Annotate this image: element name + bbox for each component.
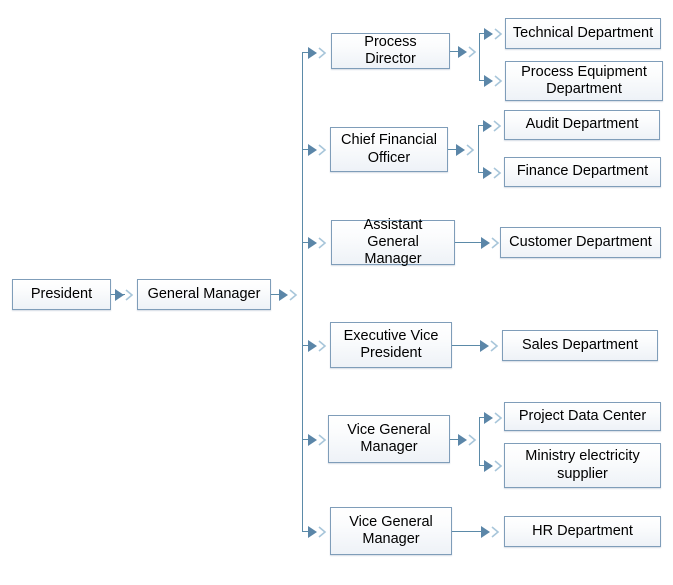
- connector-vice-general-manager-1-stub: [450, 439, 462, 440]
- arrow-chief-financial-officer-out: [456, 142, 478, 158]
- node-ministry-electricity-supplier[interactable]: Ministry electricity supplier: [504, 443, 661, 488]
- node-finance-department-label: Finance Department: [516, 163, 649, 180]
- node-chief-financial-officer-label: Chief Financial Officer: [341, 132, 437, 166]
- node-general-manager-label: General Manager: [147, 285, 261, 302]
- arrow-to-vice-general-manager-2: [308, 524, 330, 540]
- node-sales-department-label: Sales Department: [521, 336, 639, 353]
- bracket-vice-general-manager-1: [479, 417, 480, 465]
- connector-chief-financial-officer-stub: [448, 149, 460, 150]
- branch-arm-executive-vice-president: [302, 345, 312, 346]
- node-audit-department[interactable]: Audit Department: [504, 110, 660, 140]
- node-process-director[interactable]: Process Director: [331, 33, 450, 69]
- node-audit-department-label: Audit Department: [525, 116, 639, 133]
- node-finance-department[interactable]: Finance Department: [504, 157, 661, 187]
- node-hr-department[interactable]: HR Department: [504, 516, 661, 547]
- node-sales-department[interactable]: Sales Department: [502, 330, 658, 361]
- branch-arm-chief-financial-officer: [302, 149, 312, 150]
- arrow-to-assistant-general-manager: [308, 235, 330, 251]
- spine-general-manager: [302, 52, 303, 531]
- branch-arm-project-data-center: [479, 417, 488, 418]
- node-ministry-electricity-supplier-label: Ministry electricity supplier: [525, 448, 640, 482]
- branch-arm-process-director: [302, 52, 312, 53]
- branch-arm-vice-general-manager-1: [302, 439, 312, 440]
- connector-process-director-stub: [450, 51, 462, 52]
- connector-executive-vice-president-to-sales-department: [452, 345, 486, 346]
- arrow-general-manager-out: [279, 287, 301, 303]
- node-process-equipment-department[interactable]: Process Equipment Department: [505, 61, 663, 101]
- branch-arm-process-equipment-department: [479, 80, 488, 81]
- branch-arm-finance-department: [478, 172, 487, 173]
- arrow-president-to-general-manager: [115, 287, 137, 303]
- arrow-to-technical-department: [484, 26, 506, 42]
- node-project-data-center[interactable]: Project Data Center: [504, 402, 661, 431]
- arrow-to-finance-department: [483, 165, 505, 181]
- node-president-label: President: [30, 285, 93, 302]
- node-assistant-general-manager-label: Assistant General Manager: [363, 216, 423, 268]
- branch-arm-audit-department: [478, 125, 487, 126]
- arrow-process-director-out: [458, 44, 480, 60]
- arrow-to-vice-general-manager-1: [308, 432, 330, 448]
- node-customer-department[interactable]: Customer Department: [500, 227, 661, 258]
- node-technical-department-label: Technical Department: [512, 24, 654, 41]
- arrow-vice-general-manager-1-out: [458, 432, 480, 448]
- arrow-to-customer-department: [481, 235, 503, 251]
- node-customer-department-label: Customer Department: [509, 233, 652, 250]
- node-vice-general-manager-1-label: Vice General Manager: [347, 421, 431, 455]
- connector-general-manager-stub: [271, 294, 283, 295]
- node-process-equipment-department-label: Process Equipment Department: [521, 63, 647, 97]
- arrow-to-chief-financial-officer: [308, 142, 330, 158]
- node-executive-vice-president-label: Executive Vice President: [343, 327, 439, 361]
- node-general-manager[interactable]: General Manager: [137, 279, 271, 310]
- branch-arm-ministry-electricity-supplier: [479, 465, 488, 466]
- node-vice-general-manager-1[interactable]: Vice General Manager: [328, 415, 450, 463]
- arrow-to-audit-department: [483, 118, 505, 134]
- node-chief-financial-officer[interactable]: Chief Financial Officer: [330, 127, 448, 172]
- node-executive-vice-president[interactable]: Executive Vice President: [330, 322, 452, 368]
- arrow-to-ministry-electricity-supplier: [484, 458, 506, 474]
- node-assistant-general-manager[interactable]: Assistant General Manager: [331, 216, 455, 268]
- branch-arm-technical-department: [479, 33, 488, 34]
- arrow-to-sales-department: [480, 338, 502, 354]
- arrow-to-project-data-center: [484, 410, 506, 426]
- bracket-process-director: [479, 33, 480, 80]
- connector-vice-general-manager-2-to-hr-department: [452, 531, 486, 532]
- node-hr-department-label: HR Department: [532, 522, 633, 539]
- arrow-to-process-equipment-department: [484, 73, 506, 89]
- node-vice-general-manager-2-label: Vice General Manager: [349, 513, 433, 547]
- bracket-chief-financial-officer: [478, 125, 479, 172]
- arrow-to-process-director: [308, 45, 330, 61]
- node-process-director-label: Process Director: [364, 33, 417, 67]
- branch-arm-vice-general-manager-2: [302, 531, 312, 532]
- node-president[interactable]: President: [12, 279, 111, 310]
- node-project-data-center-label: Project Data Center: [518, 407, 647, 424]
- connector-assistant-general-manager-to-customer-department: [455, 242, 488, 243]
- node-technical-department[interactable]: Technical Department: [505, 18, 661, 49]
- arrow-to-hr-department: [481, 524, 503, 540]
- branch-arm-assistant-general-manager: [302, 242, 312, 243]
- arrow-to-executive-vice-president: [308, 338, 330, 354]
- node-vice-general-manager-2[interactable]: Vice General Manager: [330, 507, 452, 555]
